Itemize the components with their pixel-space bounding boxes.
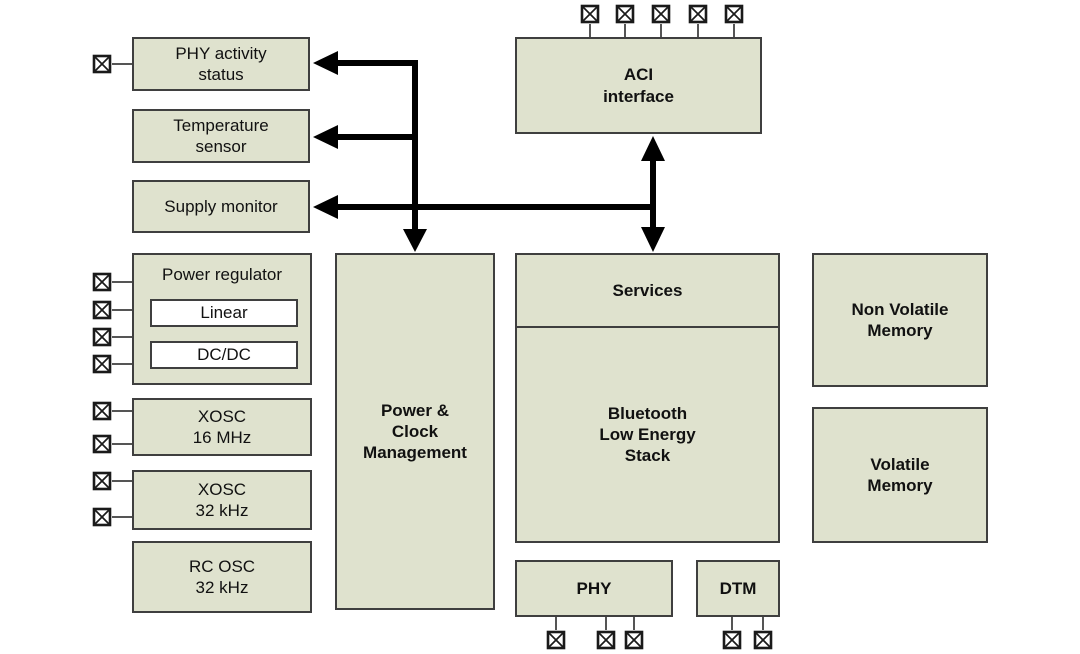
block-label: Supply monitor [164, 196, 278, 216]
block-label: Volatile Memory [867, 454, 933, 495]
io-pad-icon [92, 327, 112, 347]
pin-connector-line [555, 617, 557, 630]
io-pad-icon [651, 4, 671, 24]
block-power-regulator: Power regulator Linear DC/DC [132, 253, 312, 385]
io-pad-icon [596, 630, 616, 650]
block-label: PHY [576, 578, 612, 598]
block-ble-stack: Bluetooth Low Energy Stack [517, 328, 778, 541]
pin-connector-line [112, 443, 132, 445]
arrowhead-to-supply-monitor [313, 195, 338, 219]
pin-connector-line [624, 24, 626, 37]
pin-connector-line [605, 617, 607, 630]
io-pad-icon [92, 401, 112, 421]
block-xosc-16mhz: XOSC 16 MHz [132, 398, 312, 456]
io-pad-icon [92, 507, 112, 527]
io-pad-icon [615, 4, 635, 24]
block-label: Services [612, 280, 683, 300]
block-label: XOSC 16 MHz [192, 406, 252, 447]
io-pad-icon [92, 354, 112, 374]
pin-connector-line [112, 516, 132, 518]
pin-connector-line [660, 24, 662, 37]
block-label: Power regulator [161, 265, 282, 284]
block-label: Bluetooth Low Energy Stack [599, 403, 696, 466]
block-non-volatile-memory: Non Volatile Memory [812, 253, 988, 387]
block-label: Linear [200, 303, 248, 323]
io-pad-icon [92, 272, 112, 292]
pin-connector-line [697, 24, 699, 37]
io-pad-icon [546, 630, 566, 650]
block-label: Non Volatile Memory [851, 299, 949, 340]
io-pad-icon [92, 434, 112, 454]
arrowhead-to-services [641, 227, 665, 252]
block-phy: PHY [515, 560, 673, 617]
block-label: RC OSC 32 kHz [188, 556, 256, 597]
arrowhead-to-temperature-sensor [313, 125, 338, 149]
block-dcdc-regulator: DC/DC [150, 341, 298, 369]
pin-connector-line [762, 617, 764, 630]
block-xosc-32khz: XOSC 32 kHz [132, 470, 312, 530]
arrowhead-to-phy-activity [313, 51, 338, 75]
pin-connector-line [112, 309, 132, 311]
io-pad-icon [92, 300, 112, 320]
pin-connector-line [733, 24, 735, 37]
block-label: XOSC 32 kHz [195, 479, 249, 520]
block-services: Services [517, 255, 778, 328]
io-pad-icon [624, 630, 644, 650]
block-temperature-sensor: Temperature sensor [132, 109, 310, 163]
arrowhead-to-aci [641, 136, 665, 161]
block-label: Power & Clock Management [363, 400, 467, 463]
pin-connector-line [112, 480, 132, 482]
block-dtm: DTM [696, 560, 780, 617]
block-phy-activity-status: PHY activity status [132, 37, 310, 91]
block-power-clock-management: Power & Clock Management [335, 253, 495, 610]
block-label: Temperature sensor [173, 115, 269, 156]
block-rc-osc-32khz: RC OSC 32 kHz [132, 541, 312, 613]
io-pad-icon [722, 630, 742, 650]
block-linear-regulator: Linear [150, 299, 298, 327]
pin-connector-line [112, 63, 132, 65]
io-pad-icon [580, 4, 600, 24]
io-pad-icon [92, 54, 112, 74]
block-label: DTM [719, 578, 757, 598]
pin-connector-line [633, 617, 635, 630]
io-pad-icon [92, 471, 112, 491]
arrowhead-to-power-clock [403, 229, 427, 252]
block-aci-interface: ACI interface [515, 37, 762, 134]
pin-connector-line [112, 281, 132, 283]
pin-connector-line [589, 24, 591, 37]
pin-connector-line [112, 410, 132, 412]
block-label: ACI interface [603, 65, 674, 106]
block-label: DC/DC [197, 345, 251, 365]
block-volatile-memory: Volatile Memory [812, 407, 988, 543]
pin-connector-line [112, 363, 132, 365]
pin-connector-line [112, 336, 132, 338]
pin-connector-line [731, 617, 733, 630]
block-supply-monitor: Supply monitor [132, 180, 310, 233]
block-label: PHY activity status [175, 43, 267, 84]
io-pad-icon [753, 630, 773, 650]
block-services-ble-stack: Services Bluetooth Low Energy Stack [515, 253, 780, 543]
io-pad-icon [724, 4, 744, 24]
io-pad-icon [688, 4, 708, 24]
